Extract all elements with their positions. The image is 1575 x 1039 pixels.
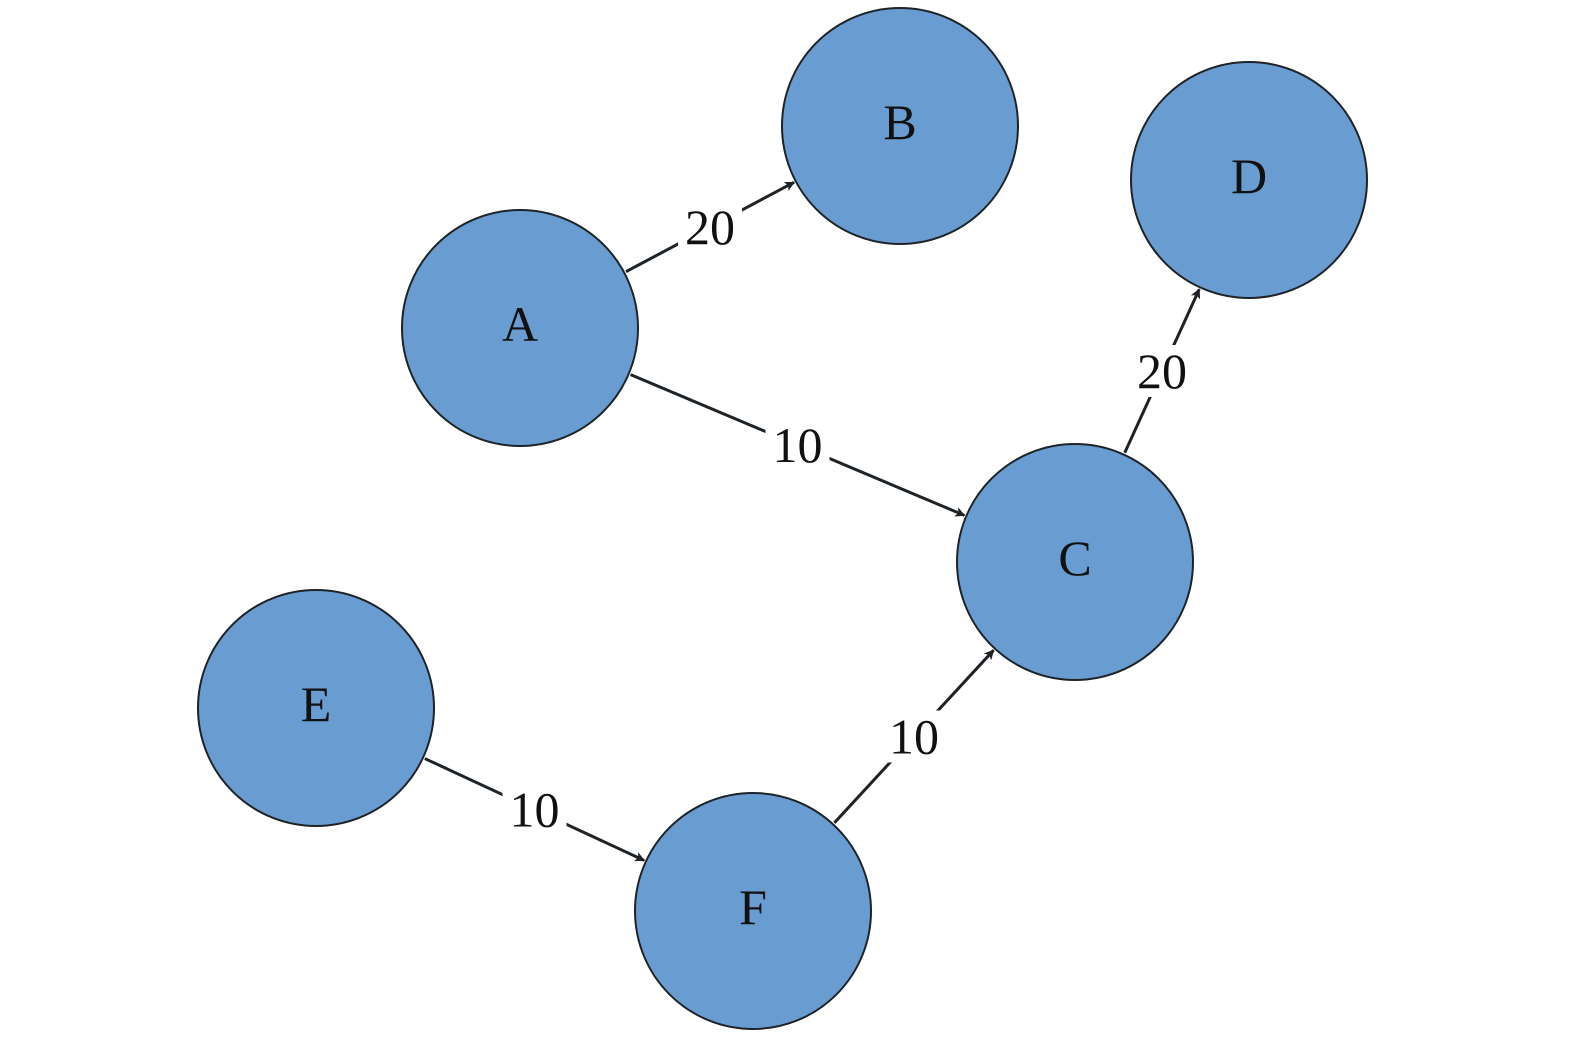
node-label: E xyxy=(301,676,332,732)
edge-label-background xyxy=(502,783,567,836)
edge-F-C: 10 xyxy=(833,649,995,824)
node-circle xyxy=(956,443,1194,681)
node-F: F xyxy=(634,792,872,1030)
node-circle xyxy=(781,7,1019,245)
node-circle xyxy=(634,792,872,1030)
node-label: D xyxy=(1231,148,1267,204)
node-A: A xyxy=(401,209,639,447)
node-E: E xyxy=(197,589,435,827)
node-circle xyxy=(401,209,639,447)
node-label: C xyxy=(1058,530,1091,586)
node-B: B xyxy=(781,7,1019,245)
edge-label-background xyxy=(1130,345,1194,397)
node-label: A xyxy=(502,296,538,352)
edge-C-D: 20 xyxy=(1123,288,1201,454)
edge-E-F: 10 xyxy=(424,757,646,862)
edge-weight-label: 20 xyxy=(685,199,735,255)
edge-weight-label: 10 xyxy=(510,782,560,838)
edges-layer: 20 10 20 10 10 xyxy=(424,181,1201,862)
node-label: B xyxy=(883,94,916,150)
edge-A-C: 10 xyxy=(629,373,966,517)
node-circle xyxy=(1130,61,1368,299)
edge-weight-label: 10 xyxy=(773,417,823,473)
edge-label-background xyxy=(678,201,742,253)
node-C: C xyxy=(956,443,1194,681)
node-circle xyxy=(197,589,435,827)
edge-label-background xyxy=(765,419,830,471)
nodes-layer: A B C D E F xyxy=(197,7,1368,1030)
node-D: D xyxy=(1130,61,1368,299)
edge-label-background xyxy=(882,710,946,763)
edge-weight-label: 20 xyxy=(1137,343,1187,399)
edge-weight-label: 10 xyxy=(889,709,939,765)
edge-A-B: 20 xyxy=(625,181,795,273)
node-label: F xyxy=(739,879,767,935)
